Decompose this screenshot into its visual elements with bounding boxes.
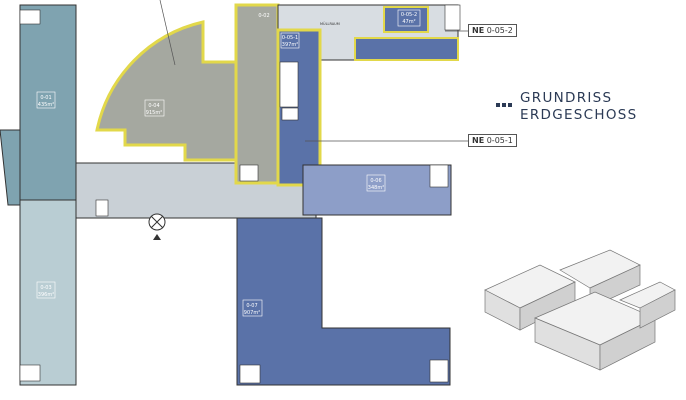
room-0-05-2-small bbox=[383, 6, 429, 33]
room-0-05-2-strip bbox=[354, 37, 459, 61]
callout-code: 0-05-2 bbox=[486, 26, 513, 35]
svg-text:396m²: 396m² bbox=[38, 292, 54, 298]
callout-ne-0-05-1: NE 0-05-1 bbox=[468, 134, 517, 147]
left-extension bbox=[0, 129, 21, 206]
svg-text:915m²: 915m² bbox=[146, 110, 162, 116]
svg-text:0-02: 0-02 bbox=[258, 13, 269, 19]
room-0-04-area bbox=[95, 20, 240, 162]
room-label-0-02: 0-02 bbox=[258, 13, 269, 19]
callout-ne-0-05-2: NE 0-05-2 bbox=[468, 24, 517, 37]
svg-text:0-05-1: 0-05-1 bbox=[282, 35, 298, 41]
callout-prefix: NE bbox=[472, 136, 485, 145]
svg-text:397m²: 397m² bbox=[282, 42, 298, 48]
svg-text:348m²: 348m² bbox=[368, 185, 384, 191]
svg-text:0-03: 0-03 bbox=[40, 285, 51, 291]
room-0-06-area bbox=[302, 164, 452, 216]
callout-code: 0-05-1 bbox=[486, 136, 513, 145]
svg-text:0-01: 0-01 bbox=[40, 95, 51, 101]
entrance-arrow-icon bbox=[153, 234, 161, 240]
room-0-05-1-area bbox=[276, 28, 322, 187]
callout-prefix: NE bbox=[472, 26, 485, 35]
room-0-01-area bbox=[19, 4, 77, 201]
svg-text:435m²: 435m² bbox=[38, 102, 54, 108]
room-0-07-area bbox=[236, 217, 451, 386]
title-squares-icon bbox=[496, 97, 514, 114]
svg-text:47m²: 47m² bbox=[402, 19, 415, 25]
title-line-1: GRUNDRISS bbox=[520, 90, 613, 106]
title-line-2: ERDGESCHOSS bbox=[520, 107, 638, 123]
svg-text:0-06: 0-06 bbox=[370, 178, 381, 184]
svg-text:0-04: 0-04 bbox=[148, 103, 159, 109]
muellraum-label: MÜLLRAUM bbox=[320, 21, 340, 26]
isometric-building-icon bbox=[484, 249, 676, 371]
svg-text:0-05-2: 0-05-2 bbox=[401, 12, 417, 18]
svg-text:0-07: 0-07 bbox=[246, 303, 257, 309]
room-0-03-area bbox=[19, 199, 77, 386]
room-0-02-area bbox=[234, 3, 280, 185]
svg-text:907m²: 907m² bbox=[244, 310, 260, 316]
